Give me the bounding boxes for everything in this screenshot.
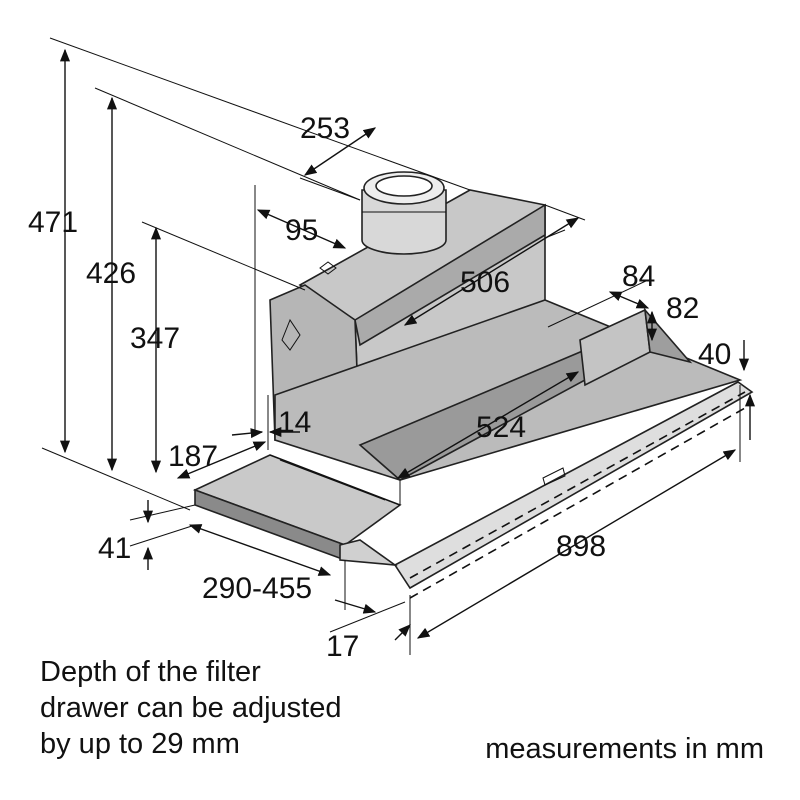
dim-253: 253 bbox=[300, 112, 350, 145]
dim-14: 14 bbox=[278, 406, 311, 439]
dim-41: 41 bbox=[98, 532, 131, 565]
hood-body bbox=[192, 189, 754, 599]
filter-depth-note: Depth of the filter drawer can be adjust… bbox=[40, 654, 440, 762]
dim-84: 84 bbox=[622, 260, 655, 293]
dim-17: 17 bbox=[326, 630, 359, 663]
units-note: measurements in mm bbox=[485, 733, 764, 765]
dim-290-455: 290-455 bbox=[202, 572, 312, 605]
dim-82: 82 bbox=[666, 292, 699, 325]
dim-898: 898 bbox=[556, 530, 606, 563]
dim-506: 506 bbox=[460, 266, 510, 299]
note-line-2: drawer can be adjusted bbox=[40, 692, 342, 724]
dim-187: 187 bbox=[168, 440, 218, 473]
dim-95: 95 bbox=[285, 214, 318, 247]
dim-524: 524 bbox=[476, 411, 526, 444]
duct-collar bbox=[361, 171, 447, 255]
dim-347: 347 bbox=[130, 322, 180, 355]
dim-471: 471 bbox=[28, 206, 78, 239]
dim-426: 426 bbox=[86, 257, 136, 290]
dimension-lines bbox=[41, 37, 756, 655]
dim-40: 40 bbox=[698, 338, 731, 371]
note-line-1: Depth of the filter bbox=[40, 656, 261, 688]
dimension-labels: 471 426 347 253 95 506 84 82 40 14 524 1… bbox=[28, 112, 731, 663]
note-line-3: by up to 29 mm bbox=[40, 728, 240, 760]
